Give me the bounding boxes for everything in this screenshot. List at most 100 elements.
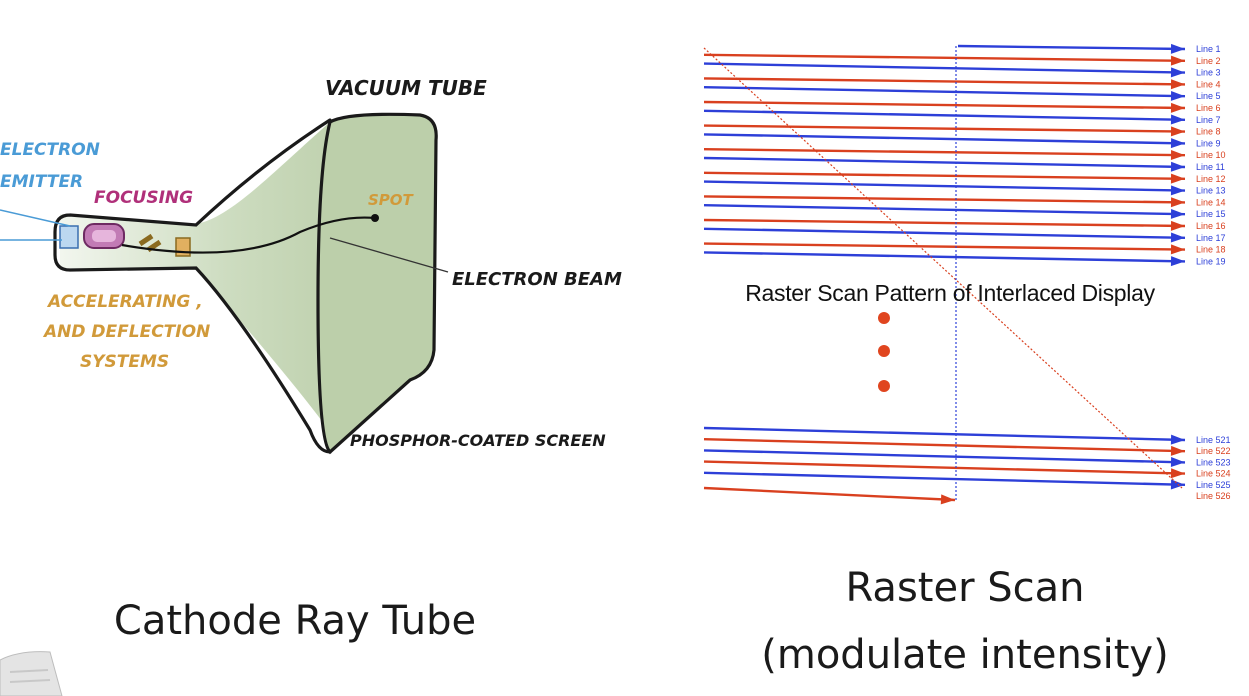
scan-line-16-head <box>1170 220 1185 231</box>
scan-line-521-head <box>1170 434 1185 445</box>
scan-line-label-1: Line 1 <box>1196 44 1221 54</box>
scan-line-13-head <box>1170 185 1185 196</box>
crt-neck <box>53 118 332 454</box>
scan-line-4 <box>703 77 1186 86</box>
spot-dot <box>371 214 379 222</box>
scan-line-label-7: Line 7 <box>1196 115 1221 125</box>
scan-line-label-524: Line 524 <box>1196 469 1231 479</box>
scan-line-label-10: Line 10 <box>1196 150 1226 160</box>
scan-line-label-18: Line 18 <box>1196 245 1226 255</box>
scan-line-6-head <box>1170 102 1185 113</box>
scan-line-8 <box>703 124 1186 133</box>
label-electron-emitter-2: EMITTER <box>0 172 83 192</box>
scan-line-label-17: Line 17 <box>1196 233 1226 243</box>
scan-line-524-head <box>1170 468 1185 479</box>
label-electron-beam: ELECTRON BEAM <box>452 269 622 290</box>
scan-line-16 <box>703 218 1186 228</box>
scan-line-label-12: Line 12 <box>1196 174 1226 184</box>
scan-line-523-head <box>1170 457 1185 468</box>
scan-line-label-5: Line 5 <box>1196 91 1221 101</box>
scan-line-label-8: Line 8 <box>1196 127 1221 137</box>
label-focusing: FOCUSING <box>94 188 193 208</box>
raster-title: Raster Scan Pattern of Interlaced Displa… <box>745 280 1155 306</box>
scan-line-label-9: Line 9 <box>1196 138 1221 148</box>
crt-diagram: VACUUM TUBE ELECTRON EMITTER FOCUSING SP… <box>0 76 622 455</box>
scan-line-523 <box>703 449 1186 464</box>
raster-caption-subtitle: (modulate intensity) <box>761 632 1169 678</box>
scan-line-15-head <box>1170 208 1185 219</box>
scan-line-label-3: Line 3 <box>1196 68 1221 78</box>
scan-line-10-head <box>1170 150 1185 161</box>
scan-line-522-head <box>1170 445 1185 456</box>
scan-line-label-521: Line 521 <box>1196 435 1231 445</box>
beam-pointer <box>329 237 449 273</box>
scan-line-6 <box>703 100 1186 110</box>
scan-line-12-head <box>1170 173 1185 184</box>
scan-line-3 <box>703 62 1186 74</box>
label-spot: SPOT <box>368 191 415 209</box>
scan-line-11-head <box>1170 161 1185 172</box>
scan-line-15 <box>703 204 1186 216</box>
crt-caption: Cathode Ray Tube <box>113 598 477 644</box>
scan-line-label-523: Line 523 <box>1196 457 1231 467</box>
scan-line-19-head <box>1170 256 1185 267</box>
scan-line-label-525: Line 525 <box>1196 480 1231 490</box>
scan-line-5-head <box>1170 90 1185 101</box>
scan-line-13 <box>703 180 1186 192</box>
scan-line-label-6: Line 6 <box>1196 103 1221 113</box>
focusing-coil-inner <box>92 230 116 242</box>
scan-line-2 <box>703 53 1186 62</box>
scan-line-label-14: Line 14 <box>1196 197 1226 207</box>
scan-line-12 <box>703 171 1186 180</box>
scan-line-525 <box>703 471 1186 486</box>
scan-line-label-4: Line 4 <box>1196 79 1221 89</box>
scan-line-10 <box>703 148 1186 157</box>
scan-line-label-15: Line 15 <box>1196 209 1226 219</box>
label-accelerating-1: ACCELERATING , <box>46 292 203 312</box>
label-vacuum-tube: VACUUM TUBE <box>325 76 487 100</box>
electron-beam <box>121 216 376 254</box>
scan-line-label-2: Line 2 <box>1196 56 1221 66</box>
scan-line-17-head <box>1170 232 1185 243</box>
scan-line-18 <box>703 242 1186 251</box>
raster-caption-title: Raster Scan <box>845 565 1085 611</box>
scan-line-label-526: Line 526 <box>1196 491 1231 501</box>
scan-line-521 <box>703 426 1186 442</box>
label-electron-emitter-1: ELECTRON <box>0 140 100 160</box>
scan-line-19 <box>703 251 1186 263</box>
phosphor-screen <box>316 112 438 455</box>
scan-line-14-head <box>1170 197 1185 208</box>
scan-line-526-head <box>940 494 955 505</box>
scan-line-11 <box>703 156 1186 169</box>
scan-line-3-head <box>1170 67 1185 78</box>
continuation-dot-1 <box>878 312 890 324</box>
continuation-dot-2 <box>878 345 890 357</box>
device-corner-graphic <box>0 651 63 696</box>
scan-line-7-head <box>1170 114 1185 125</box>
screen-edge <box>316 121 332 453</box>
scan-line-7 <box>703 109 1186 121</box>
scan-line-label-11: Line 11 <box>1196 162 1225 172</box>
scan-line-label-19: Line 19 <box>1196 256 1226 266</box>
electron-emitter-part <box>59 225 79 249</box>
scan-line-label-16: Line 16 <box>1196 221 1226 231</box>
scan-line-label-13: Line 13 <box>1196 186 1226 196</box>
label-phosphor-screen: PHOSPHOR-COATED SCREEN <box>350 431 606 450</box>
continuation-dot-3 <box>878 380 890 392</box>
scan-line-8-head <box>1170 126 1185 137</box>
scan-line-1 <box>957 44 1186 51</box>
scan-line-14 <box>703 195 1186 204</box>
emitter-pointer <box>0 209 71 241</box>
label-accelerating-3: SYSTEMS <box>80 352 169 372</box>
scan-line-524 <box>703 460 1186 475</box>
retrace-diagonal <box>703 47 1183 489</box>
scan-line-17 <box>703 227 1186 239</box>
label-accelerating-2: AND DEFLECTION <box>42 322 210 342</box>
scan-line-label-522: Line 522 <box>1196 446 1231 456</box>
scan-line-18-head <box>1170 244 1185 255</box>
device-corner-detail <box>9 669 51 683</box>
scan-line-522 <box>703 438 1186 453</box>
scan-line-9 <box>703 133 1186 145</box>
